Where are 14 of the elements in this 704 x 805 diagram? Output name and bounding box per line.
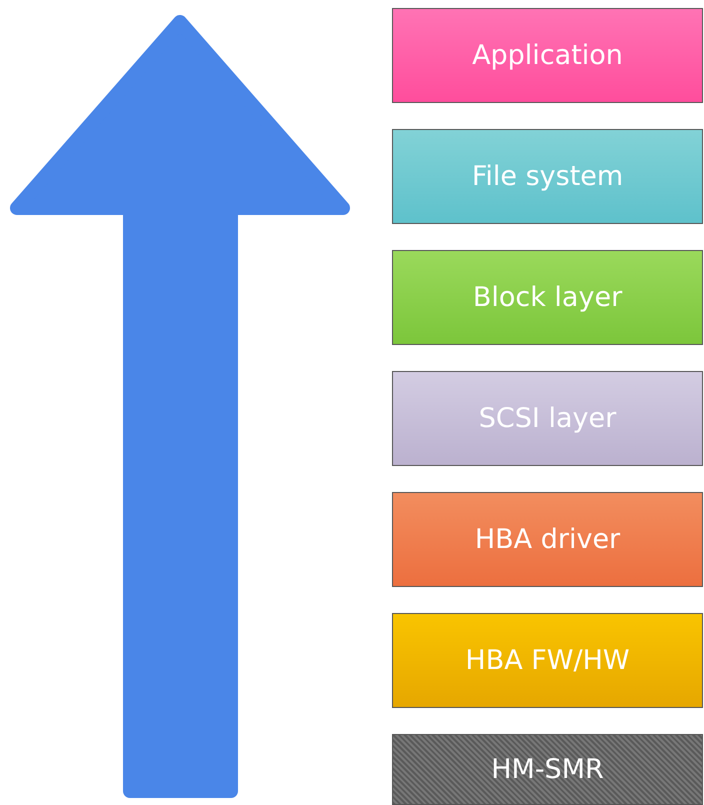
layer-box xyxy=(392,8,703,103)
layer-label: HBA FW/HW xyxy=(465,645,630,676)
layer-label: File system xyxy=(472,161,624,192)
layer-box xyxy=(392,613,703,708)
layer-box xyxy=(392,734,703,805)
layer-label: HM-SMR xyxy=(491,754,604,785)
layer-box xyxy=(392,492,703,587)
layer-label: Block layer xyxy=(472,282,622,313)
layer-label: HBA driver xyxy=(474,524,620,555)
layer-label: SCSI layer xyxy=(478,403,616,434)
layer-box xyxy=(392,371,703,466)
layer-label: Application xyxy=(472,40,623,71)
layer-box xyxy=(392,129,703,224)
layer-box xyxy=(392,250,703,345)
